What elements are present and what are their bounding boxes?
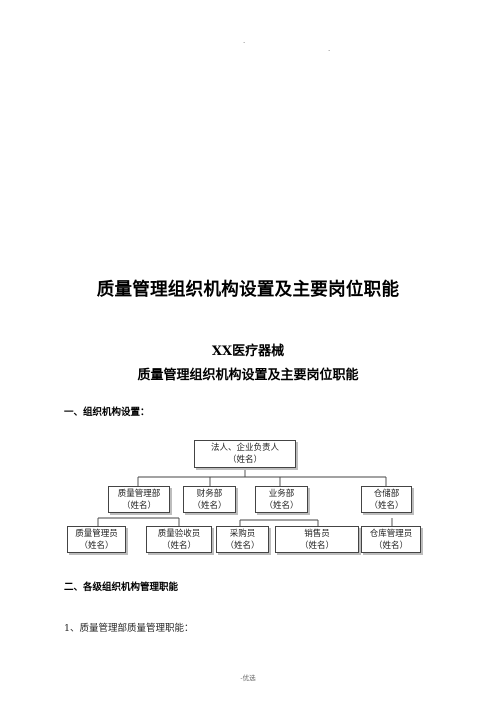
- staff-person: （姓名）: [161, 540, 196, 551]
- staff-person: （姓名）: [225, 540, 260, 551]
- staff-name: 质量验收员: [157, 528, 201, 539]
- org-root-box: 法人、企业负责人 （姓名）: [194, 440, 296, 468]
- dept-name: 业务部: [268, 488, 295, 499]
- header-mark: .: [243, 37, 246, 45]
- dept-name: 仓储部: [373, 488, 400, 499]
- dept-box-business: 业务部 （姓名）: [255, 486, 308, 513]
- dept-person: （姓名）: [369, 500, 404, 511]
- dept-person: （姓名）: [121, 500, 156, 511]
- dept-box-finance: 财务部 （姓名）: [183, 486, 236, 513]
- dept-person: （姓名）: [192, 500, 227, 511]
- staff-name: 销售员: [304, 528, 330, 539]
- company-name: XX医疗器械: [211, 344, 285, 359]
- paragraph-quality-dept: 1、质量管理部质量管理职能：: [64, 623, 194, 634]
- staff-box-quality-inspector: 质量验收员 （姓名）: [146, 526, 212, 553]
- staff-box-quality-manager: 质量管理员 （姓名）: [67, 526, 126, 553]
- staff-person: （姓名）: [79, 540, 114, 551]
- document-title: 质量管理组织机构设置及主要岗位职能: [137, 368, 359, 383]
- dept-box-quality: 质量管理部 （姓名）: [108, 486, 170, 513]
- staff-box-warehouse-keeper: 仓库管理员 （姓名）: [361, 526, 421, 553]
- dept-box-warehouse: 仓储部 （姓名）: [361, 486, 412, 513]
- staff-box-purchaser: 采购员 （姓名）: [216, 526, 269, 553]
- dept-name: 财务部: [196, 488, 223, 499]
- staff-person: （姓名）: [299, 540, 334, 551]
- section-heading-functions: 二、各级组织机构管理职能: [64, 582, 179, 593]
- dept-name: 质量管理部: [117, 488, 161, 499]
- org-root-name: 法人、企业负责人: [210, 443, 279, 453]
- page-footer: -优选: [240, 674, 256, 682]
- staff-name: 采购员: [229, 528, 256, 539]
- staff-name: 质量管理员: [75, 528, 118, 539]
- dept-person: （姓名）: [264, 500, 299, 511]
- staff-person: （姓名）: [373, 540, 408, 551]
- section-heading-org: 一、组织机构设置：: [64, 407, 150, 418]
- header-mark: .: [328, 45, 331, 53]
- org-root-person: （姓名）: [227, 455, 262, 465]
- main-title: 质量管理组织机构设置及主要岗位职能: [96, 280, 400, 300]
- staff-box-salesperson: 销售员 （姓名）: [275, 526, 359, 553]
- staff-name: 仓库管理员: [369, 528, 413, 539]
